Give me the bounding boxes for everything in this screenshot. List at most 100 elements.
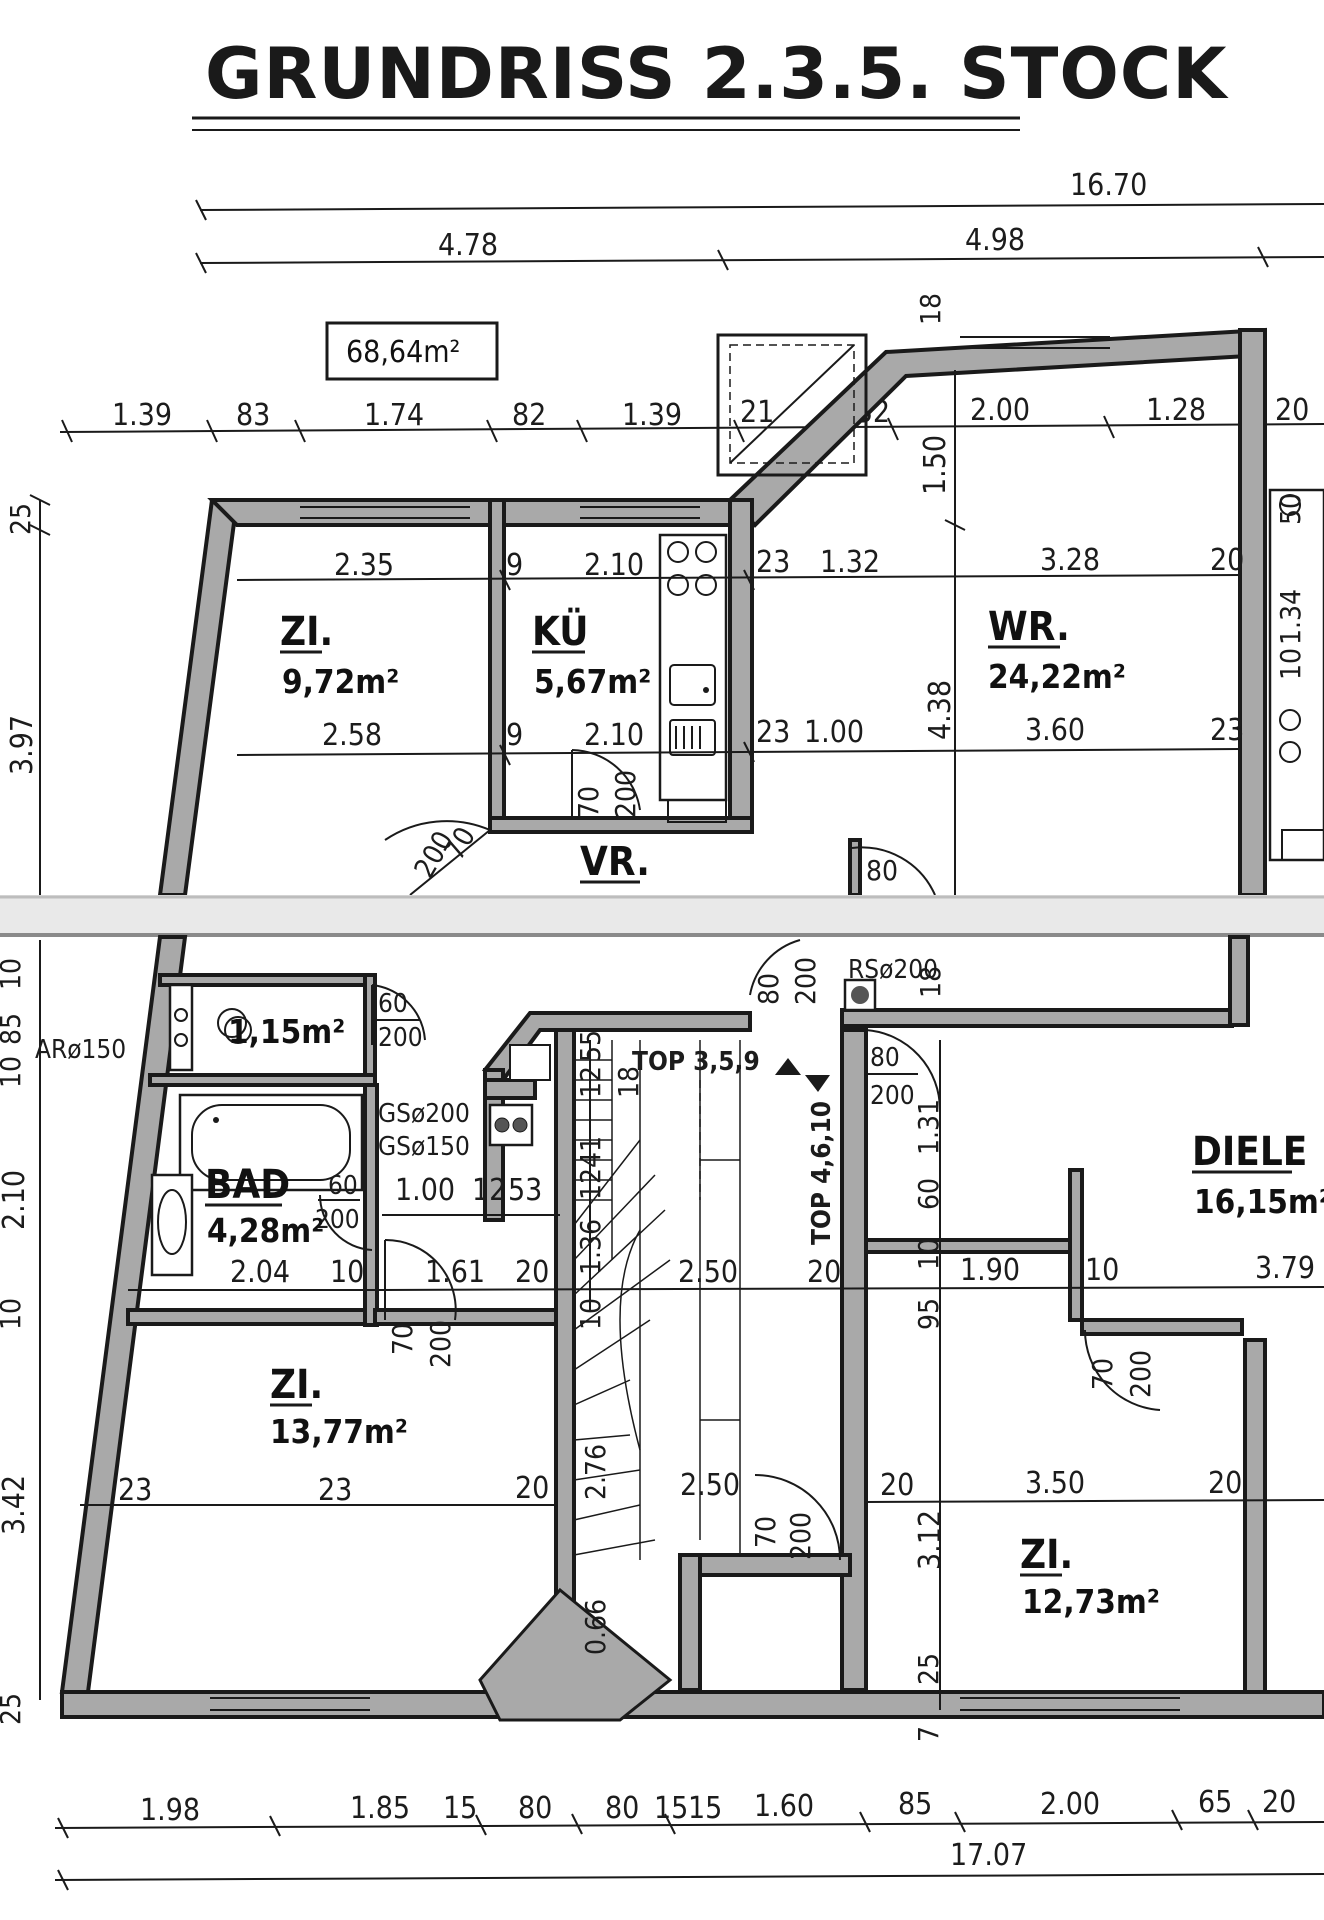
door-zi2-70: 70 [386,1323,419,1355]
lower-dimension-lines [39,940,1324,1710]
door-wc-60: 60 [378,989,408,1019]
room-wr-area: 24,22m² [988,657,1126,696]
dim-kue-9a: 9 [506,548,523,583]
dim-row-1: 1.39 [112,398,172,433]
dim-di-10b: 10 [1085,1253,1119,1288]
windows-bottom [210,1697,1180,1711]
dim-overall-top: 16.70 [1070,168,1147,203]
door-diele-80: 80 [870,1043,900,1073]
dim-bad-161: 1.61 [425,1255,485,1290]
dim-v-50: 50 [1274,493,1307,525]
kitchen-counter [658,533,728,823]
dim-bad-204: 2.04 [230,1255,290,1290]
dim-bottom-9: 85 [898,1787,932,1822]
dim-bottom-5: 80 [605,1791,639,1826]
label-top-down: TOP 4,6,10 [807,1101,837,1245]
dim-kue-w1: 2.10 [584,548,644,583]
door-stair-200: 200 [789,957,822,1005]
dim-di-190: 1.90 [960,1253,1020,1288]
dim-row-8: 2.00 [970,393,1030,428]
dim-zi2-23a: 23 [118,1473,152,1508]
washbasin [150,1173,194,1277]
dim-bottom-10: 2.00 [1040,1787,1100,1822]
room-zi2-name: ZI. [270,1362,323,1408]
dim-bottom-2: 1.85 [350,1791,410,1826]
dim-left-210: 2.10 [0,1170,32,1230]
dim-wr-100: 1.00 [804,715,864,750]
dim-wr-23c: 23 [1210,713,1244,748]
door-stair-80: 80 [752,973,785,1005]
room-zi2-area: 13,77m² [270,1412,408,1451]
dim-zi3-20b: 20 [1208,1466,1242,1501]
door-vr-80: 80 [866,854,898,887]
dim-st-250b: 2.50 [680,1468,740,1503]
dim-left-397: 3.97 [5,715,40,775]
dim-row-2: 83 [236,398,270,433]
dim-zi3-7: 7 [912,1726,945,1742]
dim-v-10: 10 [1274,648,1307,680]
dim-left-10c: 10 [0,1298,27,1330]
dim-st-20: 20 [807,1255,841,1290]
label-ar: ARø150 [35,1035,126,1065]
dim-st-066: 0.66 [579,1599,612,1655]
door-bad-200: 200 [315,1205,360,1235]
wc-fixtures [168,983,247,1072]
door-diele-200: 200 [870,1081,915,1111]
dim-di-379: 3.79 [1255,1251,1315,1286]
dim-left-10b: 10 [0,1056,27,1088]
bathtub [178,1093,364,1192]
door-diele2-70: 70 [1086,1358,1119,1390]
dim-zi2-23b: 23 [318,1473,352,1508]
plan-title: GRUNDRISS 2.3.5. STOCK [205,33,1229,115]
dim-bottom-7: 15 [688,1791,722,1826]
arrow-down-icon [805,1075,830,1092]
dim-st-41: 41 [574,1136,607,1168]
dim-st-250a: 2.50 [678,1255,738,1290]
label-gs1: GSø200 [378,1099,470,1129]
shaft-symbols [488,978,877,1147]
top-dimension-lines [29,199,1324,900]
page-break-band [0,895,1324,937]
room-wc-area: 1,15m² [228,1012,345,1051]
door-zi3-70: 70 [749,1516,782,1548]
dim-zi3-25: 25 [912,1653,945,1685]
dim-di-131: 1.31 [912,1099,945,1155]
dim-st-136: 1.36 [574,1219,607,1275]
dim-bad-10: 10 [330,1255,364,1290]
right-edge-fixtures-top [1268,488,1324,862]
dim-bottom-1: 1.98 [140,1793,200,1828]
stair-bay [478,1587,673,1722]
dim-wr-23b: 23 [756,715,790,750]
dim-wr-20: 20 [1210,543,1244,578]
dim-wr-23a: 23 [756,545,790,580]
dim-row-6: 21 [740,395,774,430]
dim-st-18: 18 [612,1066,645,1098]
dim-st-12a: 12 [574,1066,607,1098]
door-kue-70: 70 [572,786,605,818]
upper-room-dimension-lines [236,370,1241,895]
dim-v-438: 4.38 [923,680,958,740]
dim-left-25b: 25 [0,1693,27,1725]
dim-st-12b: 12 [574,1168,607,1200]
dim-row-4: 82 [512,398,546,433]
room-bad-name: BAD [205,1162,290,1208]
dim-v-150: 1.50 [918,435,953,495]
dim-bottom-8: 1.60 [754,1789,814,1824]
door-rs-18: 18 [914,966,947,998]
dim-zi1-w2: 2.58 [322,718,382,753]
room-zi3-area: 12,73m² [1022,1582,1160,1621]
dim-v-134: 1.34 [1274,589,1307,645]
label-rs: RSø200 [848,955,938,985]
room-zi1-area: 9,72m² [282,662,399,701]
upper-doors [384,749,936,896]
dim-st-55: 55 [574,1030,607,1062]
windows-top [300,336,1110,519]
dim-top-right: 4.98 [965,223,1025,258]
room-kue-name: KÜ [532,607,588,655]
total-area-box [325,321,499,381]
dim-zi3-20a: 20 [880,1468,914,1503]
door-bad-60: 60 [328,1171,358,1201]
dim-wr-360: 3.60 [1025,713,1085,748]
room-diele-name: DIELE [1192,1129,1307,1175]
